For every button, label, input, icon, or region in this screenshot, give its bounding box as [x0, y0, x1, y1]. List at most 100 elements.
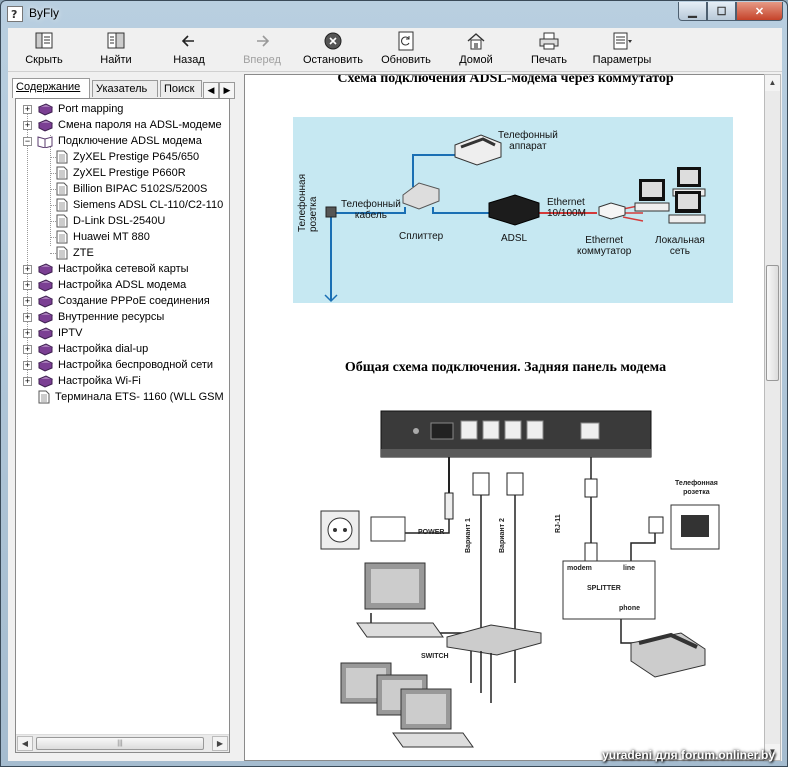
rear-panel-diagram: POWER Вариант 1 Вариант 2 RJ-11 SWITCH Т…	[301, 393, 741, 758]
vertical-scroll-thumb[interactable]	[766, 265, 779, 381]
find-pane-icon	[107, 32, 125, 49]
book-icon	[37, 119, 53, 132]
print-button[interactable]: Печать	[519, 31, 579, 66]
tree-item-label: Внутренние ресурсы	[58, 311, 165, 323]
stop-button[interactable]: Остановить	[303, 31, 363, 66]
expand-icon[interactable]: +	[23, 327, 32, 338]
tree-item[interactable]: +IPTV	[23, 325, 82, 341]
collapse-icon[interactable]: −	[23, 135, 32, 146]
expand-icon[interactable]: +	[23, 119, 32, 130]
page-icon	[38, 390, 50, 404]
book-icon	[37, 263, 53, 276]
expand-icon[interactable]: +	[23, 295, 32, 306]
tree-item-label: Huawei MT 880	[73, 231, 150, 243]
tree-item[interactable]: +Настройка сетевой карты	[23, 261, 189, 277]
tab-search[interactable]: Поиск	[160, 80, 202, 97]
tree-item-label: Создание PPPoE соединения	[58, 295, 210, 307]
watermark-text: yuradeni для forum.onliner.by	[602, 748, 775, 762]
tree-item-label: Подключение ADSL модема	[58, 135, 202, 147]
tree-item[interactable]: Терминала ETS- 1160 (WLL GSM	[38, 389, 224, 405]
tab-contents[interactable]: Содержание	[12, 78, 90, 98]
tree-item[interactable]: + Настройка dial-up	[23, 341, 148, 357]
stop-icon	[324, 32, 342, 50]
tree-item[interactable]: +Настройка Wi-Fi	[23, 373, 141, 389]
expand-icon[interactable]: +	[23, 263, 32, 274]
page-icon	[56, 166, 68, 180]
scroll-up-button[interactable]: ▲	[765, 75, 780, 91]
label-splitter-phone: phone	[619, 605, 640, 612]
tree-line	[50, 189, 56, 190]
home-button[interactable]: Домой	[446, 31, 506, 66]
maximize-icon: ☐	[716, 5, 727, 18]
label-lan: Локальная сеть	[655, 235, 705, 257]
expand-icon[interactable]: +	[23, 375, 32, 386]
label-splitter-modem: modem	[567, 565, 592, 572]
tab-contents-label: Содержание	[16, 81, 81, 93]
tree-item-label: Port mapping	[58, 103, 124, 115]
pane-splitter[interactable]	[236, 75, 242, 760]
tree-line	[50, 135, 51, 246]
scroll-right-button[interactable]: ▶	[212, 736, 228, 751]
home-icon	[467, 33, 485, 50]
book-icon	[37, 295, 53, 308]
tree-item[interactable]: − Подключение ADSL модема	[23, 133, 202, 149]
forward-button[interactable]: Вперед	[232, 31, 292, 66]
tab-scroll-right-button[interactable]: ▶	[219, 82, 235, 99]
tree-item[interactable]: + Внутренние ресурсы	[23, 309, 164, 325]
tree-item[interactable]: Huawei MT 880	[56, 229, 150, 245]
help-app-icon: ?	[7, 6, 23, 22]
contents-tree: + Port mapping +Смена пароля на ADSL-модем…	[16, 99, 229, 733]
scroll-left-button[interactable]: ◀	[17, 736, 33, 751]
minimize-button[interactable]: ▁	[678, 2, 707, 21]
tree-item[interactable]: + Создание PPPoE соединения	[23, 293, 210, 309]
tree-item[interactable]: +Настройка ADSL модема	[23, 277, 186, 293]
open-book-icon	[37, 136, 53, 148]
tree-item[interactable]: ZTE	[56, 245, 94, 261]
tree-item[interactable]: ZyXEL Prestige P645/650	[56, 149, 199, 165]
tab-scroll-left-button[interactable]: ◀	[203, 82, 219, 99]
forward-label: Вперед	[243, 54, 281, 66]
hide-pane-icon	[35, 32, 53, 49]
tree-item-label: Настройка dial-up	[58, 343, 149, 355]
label-wall-socket: Телефонная розетка	[675, 480, 718, 496]
close-button[interactable]: ✕	[736, 2, 783, 21]
tree-item[interactable]: + Port mapping	[23, 101, 123, 117]
find-button[interactable]: Найти	[86, 31, 146, 66]
back-button[interactable]: Назад	[159, 31, 219, 66]
expand-icon[interactable]: +	[23, 103, 32, 114]
tab-index-label: Указатель	[96, 83, 148, 95]
hide-button[interactable]: Скрыть	[14, 31, 74, 66]
options-button[interactable]: Параметры	[592, 31, 652, 66]
label-rj11: RJ-11	[555, 514, 562, 533]
horizontal-scroll-thumb[interactable]: |||	[36, 737, 204, 750]
tab-index[interactable]: Указатель	[92, 80, 158, 97]
tree-item[interactable]: ZyXEL Prestige P660R	[56, 165, 186, 181]
tree-line	[50, 205, 56, 206]
label-variant-2: Вариант 2	[499, 518, 506, 553]
expand-icon[interactable]: +	[23, 343, 32, 354]
arrow-right-icon	[257, 35, 270, 47]
tree-item-label: ZyXEL Prestige P645/650	[73, 151, 200, 163]
tree-item[interactable]: Billion BIPAC 5102S/5200S	[56, 181, 207, 197]
label-variant-1: Вариант 1	[465, 518, 472, 553]
stop-label: Остановить	[303, 54, 364, 66]
tree-item[interactable]: +Смена пароля на ADSL-модеме	[23, 117, 222, 133]
expand-icon[interactable]: +	[23, 311, 32, 322]
tree-item-label: Billion BIPAC 5102S/5200S	[73, 183, 208, 195]
expand-icon[interactable]: +	[23, 279, 32, 290]
expand-icon[interactable]: +	[23, 359, 32, 370]
tree-line	[27, 107, 28, 379]
content-vertical-scrollbar[interactable]: ▲ ▼	[764, 74, 781, 761]
refresh-label: Обновить	[381, 54, 431, 66]
tree-horizontal-scrollbar[interactable]: ◀ ||| ▶	[16, 734, 229, 752]
page-icon	[56, 150, 68, 164]
tree-item[interactable]: +Настройка беспроводной сети	[23, 357, 213, 373]
scroll-down-button[interactable]: ▼	[765, 744, 780, 760]
maximize-button[interactable]: ☐	[707, 2, 736, 21]
tree-item[interactable]: Siemens ADSL CL-110/C2-110	[56, 197, 223, 213]
tree-item[interactable]: D-Link DSL-2540U	[56, 213, 165, 229]
title-bar[interactable]: ? ByFly ▁ ☐ ✕	[1, 1, 787, 27]
rear-panel-drawing	[320, 410, 720, 748]
label-power: POWER	[418, 529, 445, 536]
refresh-button[interactable]: Обновить	[376, 31, 436, 66]
